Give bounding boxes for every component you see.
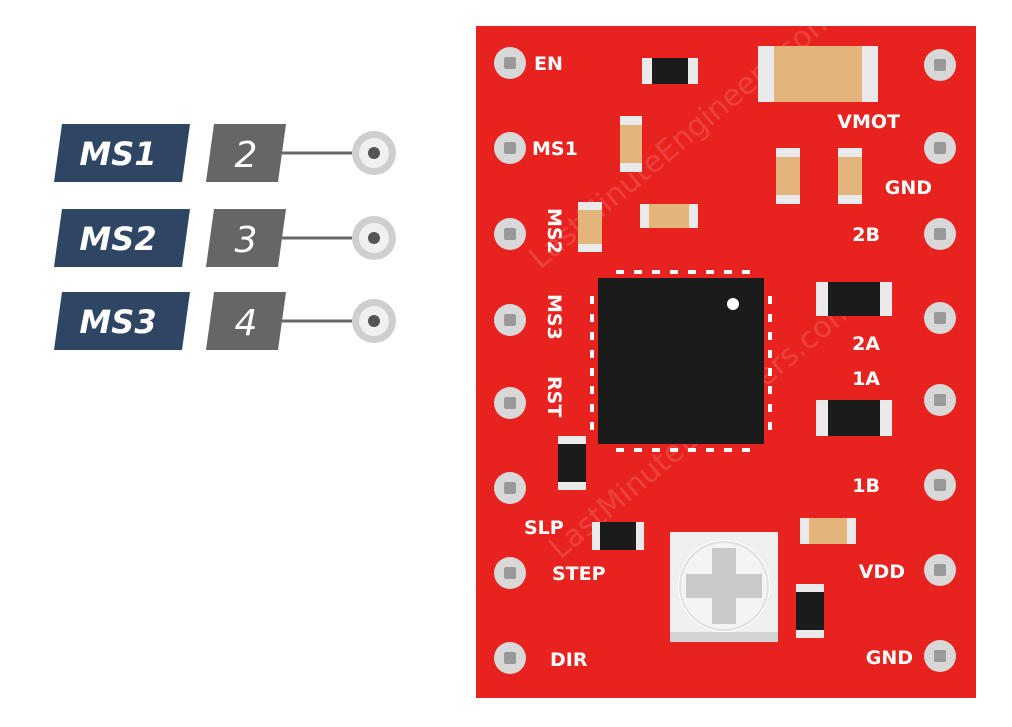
chip-pin1-dot — [727, 298, 739, 310]
capacitor-vmot — [758, 46, 878, 102]
callout-name-label: MS3 — [79, 303, 156, 341]
a4988-chip — [590, 270, 772, 452]
label-vdd: VDD — [859, 561, 905, 583]
callout-ms2: MS2 3 — [54, 209, 396, 267]
capacitor-ms1 — [620, 116, 642, 172]
callout-name-bg — [54, 209, 190, 267]
label-rst: RST — [543, 376, 565, 417]
resistor-2a — [816, 282, 892, 316]
label-ms2: MS2 — [543, 208, 565, 254]
callout-ms3: MS3 4 — [54, 292, 396, 350]
callout-name-label: MS1 — [79, 135, 156, 173]
label-2b: 2B — [852, 224, 880, 246]
callout-name-label: MS2 — [79, 220, 156, 258]
label-1b: 1B — [852, 475, 880, 497]
capacitor-1b — [800, 518, 856, 544]
capacitor-ms2 — [578, 202, 602, 252]
label-gnd-top: GND — [885, 177, 932, 199]
callout-number-label: 2 — [235, 135, 258, 176]
label-gnd-bottom: GND — [866, 647, 913, 669]
label-step: STEP — [552, 563, 606, 585]
chip-pins — [590, 270, 772, 452]
callout-number-bg — [206, 124, 286, 182]
callout-number-bg — [206, 209, 286, 267]
label-2a: 2A — [852, 333, 880, 355]
callout-number-bg — [206, 292, 286, 350]
resistor-1a — [816, 400, 892, 436]
potentiometer — [670, 532, 778, 642]
label-ms3: MS3 — [543, 294, 565, 340]
pin-hole — [368, 147, 380, 159]
pin-hole — [368, 232, 380, 244]
pot-cross — [686, 548, 762, 624]
resistor-slp — [558, 436, 586, 490]
pin-hole — [368, 315, 380, 327]
resistor-en — [642, 58, 698, 84]
label-en: EN — [534, 53, 563, 75]
capacitor-gnd-b — [838, 148, 862, 204]
capacitor-gnd-a — [776, 148, 800, 204]
callout-number-label: 3 — [235, 220, 258, 261]
right-pad-holes — [934, 59, 946, 662]
label-slp: SLP — [524, 517, 564, 539]
label-dir: DIR — [550, 649, 588, 671]
callout-ms1: MS1 2 — [54, 124, 396, 182]
label-vmot: VMOT — [837, 111, 900, 133]
resistor-step — [592, 522, 644, 550]
callout-number-label: 4 — [235, 303, 258, 344]
capacitor-horizontal — [640, 204, 698, 228]
a4988-board: LastMinuteEngineers.com LastMinuteEngine… — [476, 0, 976, 698]
callout-name-bg — [54, 292, 190, 350]
label-ms1: MS1 — [532, 138, 578, 160]
label-1a: 1A — [852, 368, 880, 390]
left-pad-holes — [504, 57, 516, 664]
resistor-vdd — [796, 584, 824, 638]
callout-name-bg — [54, 124, 190, 182]
